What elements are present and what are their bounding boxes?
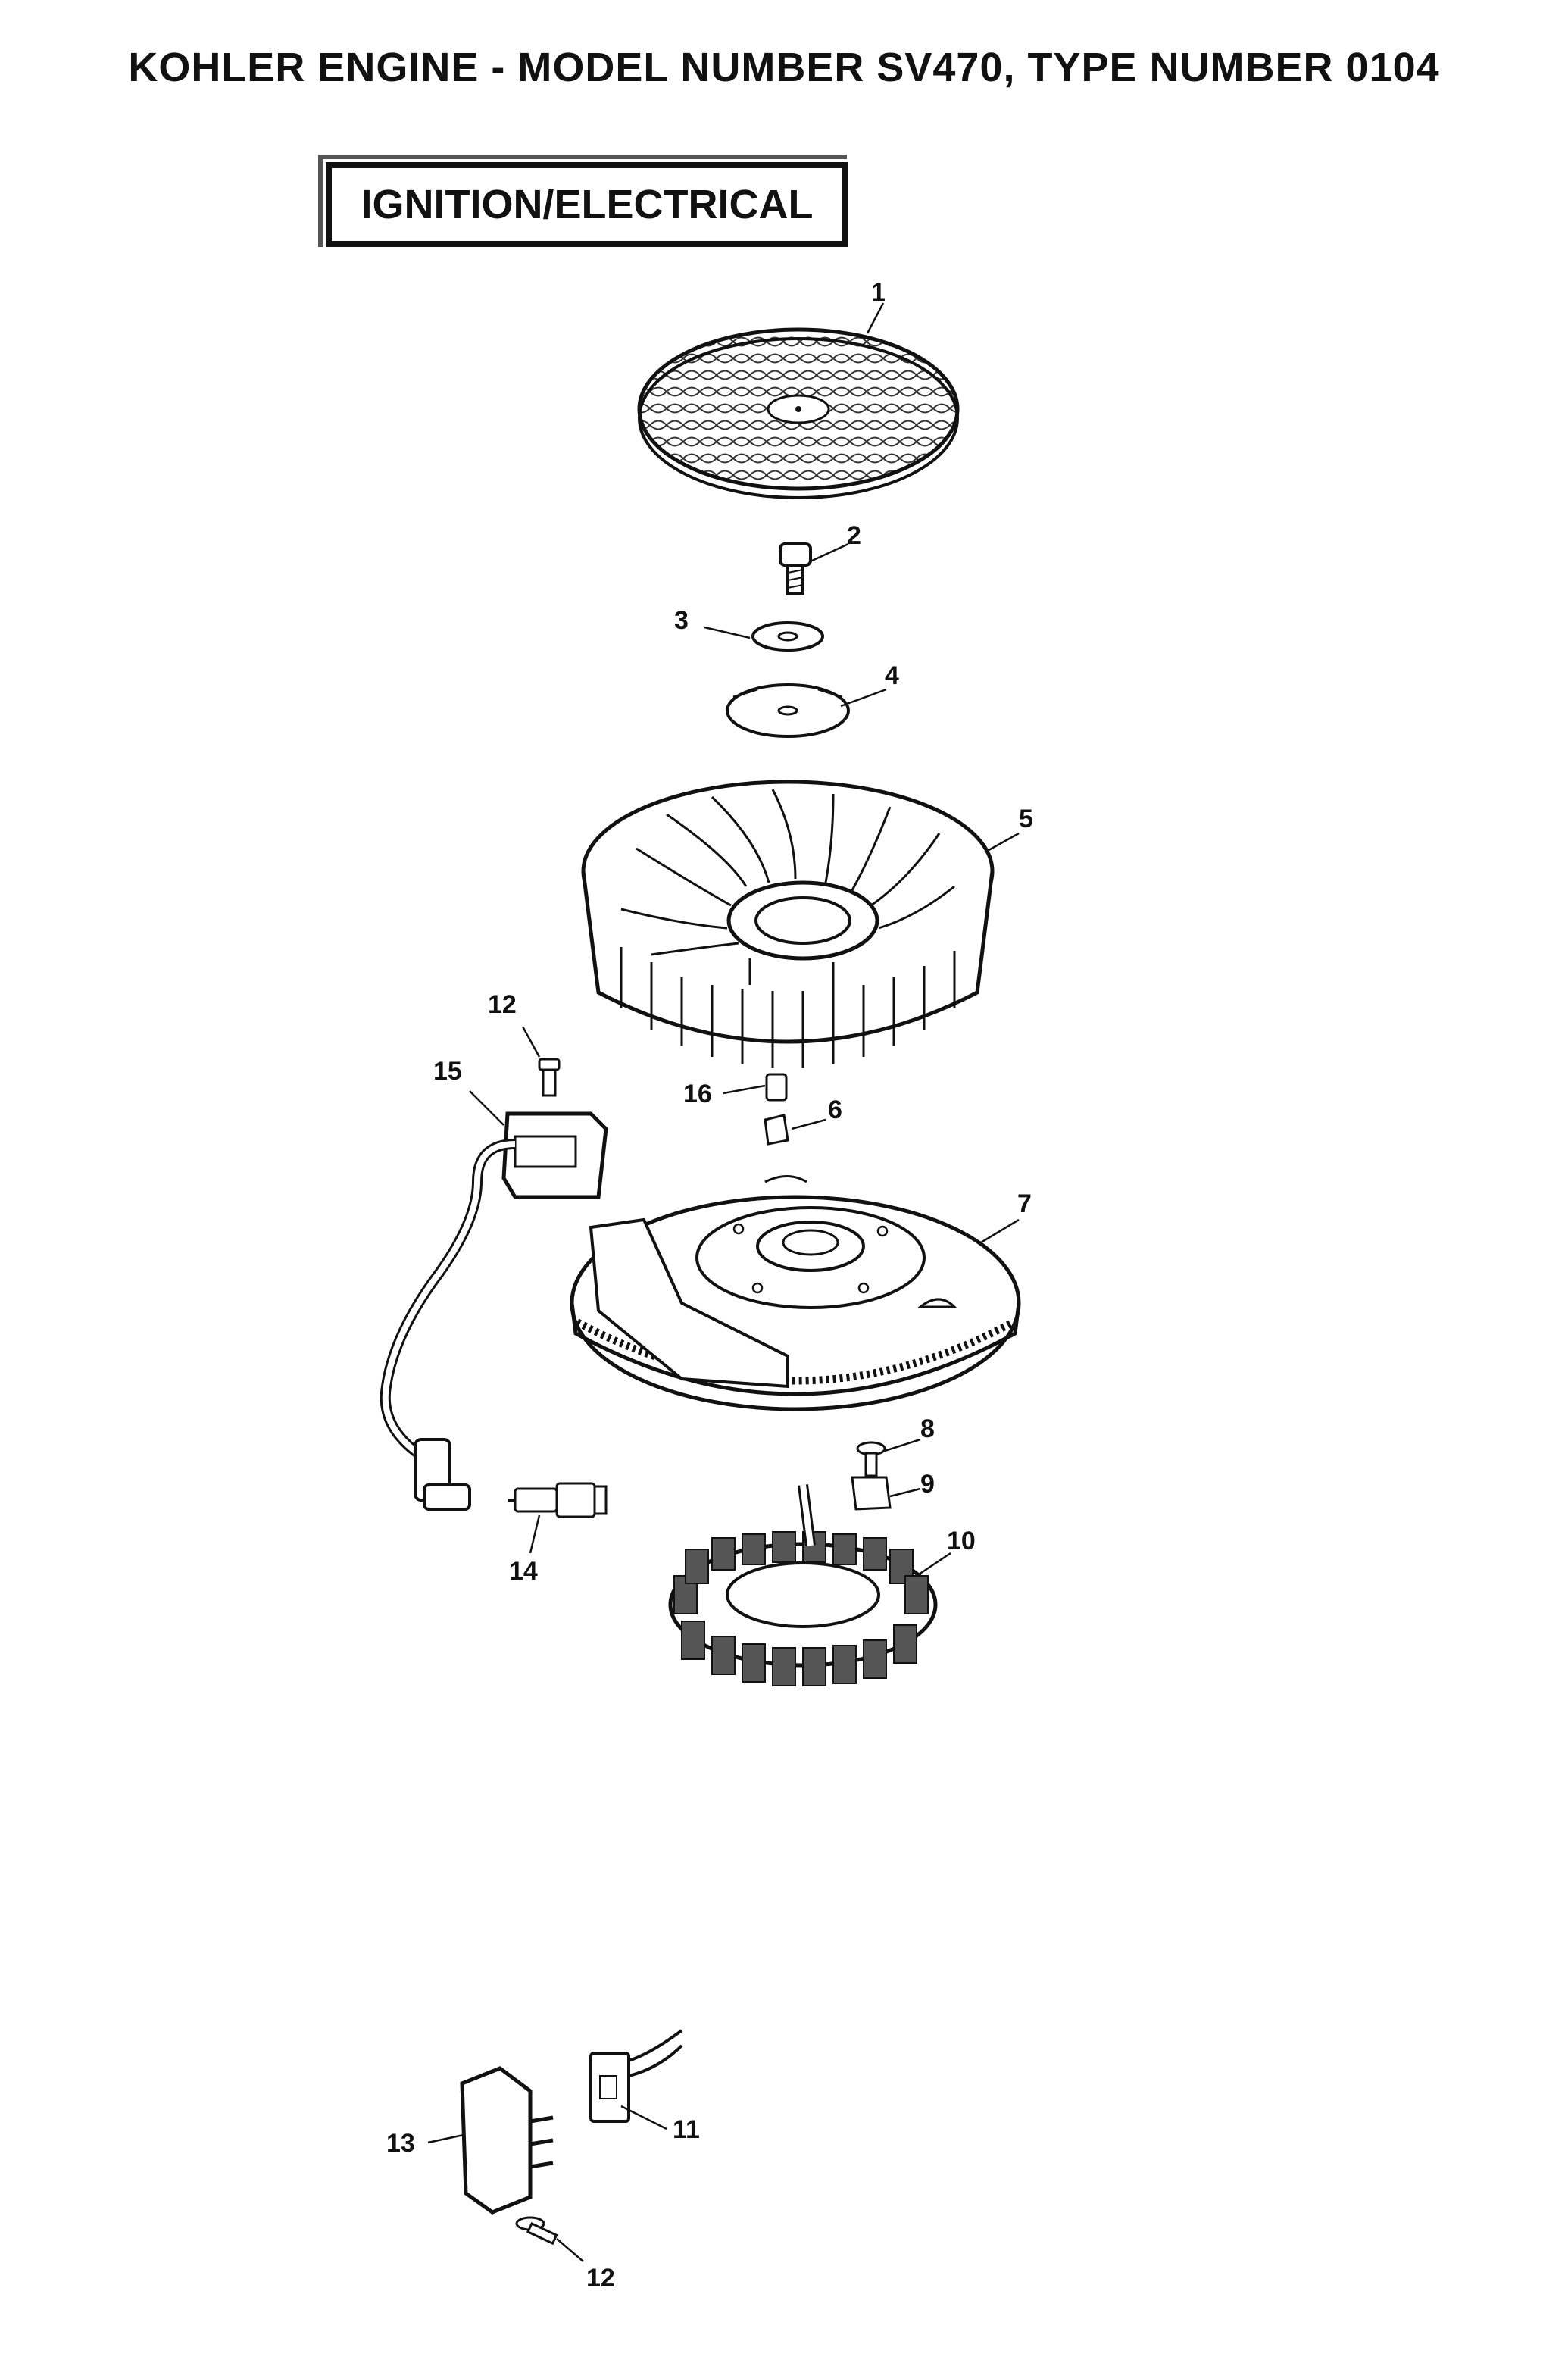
callout-12a: 12: [488, 990, 517, 1019]
page-title: KOHLER ENGINE - MODEL NUMBER SV470, TYPE…: [128, 45, 1440, 90]
key-icon: [765, 1073, 788, 1102]
callout-12b: 12: [586, 2264, 615, 2293]
callout-16: 16: [683, 1080, 712, 1108]
rectifier-icon: [460, 2066, 554, 2215]
washer-icon: [751, 621, 824, 652]
callout-15: 15: [433, 1057, 462, 1086]
callout-10: 10: [947, 1527, 976, 1555]
screw-icon: [515, 2216, 558, 2246]
screw-icon: [538, 1058, 561, 1097]
callout-7: 7: [1017, 1189, 1032, 1218]
callout-5: 5: [1019, 805, 1033, 833]
callout-2: 2: [847, 521, 861, 550]
callout-3: 3: [674, 606, 689, 635]
stator-icon: [668, 1484, 938, 1686]
callout-4: 4: [885, 661, 899, 690]
callout-11: 11: [673, 2115, 700, 2144]
spark-plug-icon: [508, 1482, 608, 1518]
section-box-shadow: [318, 155, 847, 247]
callout-1: 1: [871, 278, 886, 307]
flywheel-icon: [570, 1175, 1021, 1411]
section-title-box: IGNITION/ELECTRICAL: [326, 162, 848, 247]
callout-6: 6: [828, 1096, 842, 1124]
section-title: IGNITION/ELECTRICAL: [361, 182, 814, 227]
key-icon: [764, 1114, 789, 1146]
clip-icon: [851, 1476, 892, 1511]
retainer-plate-icon: [726, 683, 850, 738]
callout-8: 8: [920, 1414, 935, 1443]
screw-icon: [856, 1441, 886, 1477]
callout-9: 9: [920, 1470, 935, 1499]
bolt-icon: [779, 542, 812, 595]
callout-13: 13: [386, 2129, 415, 2158]
connector-icon: [589, 2029, 683, 2123]
fan-grille-icon: [637, 327, 960, 499]
callout-14: 14: [509, 1557, 538, 1586]
ignition-module-icon: [380, 1111, 608, 1511]
fan-icon: [581, 780, 995, 1068]
